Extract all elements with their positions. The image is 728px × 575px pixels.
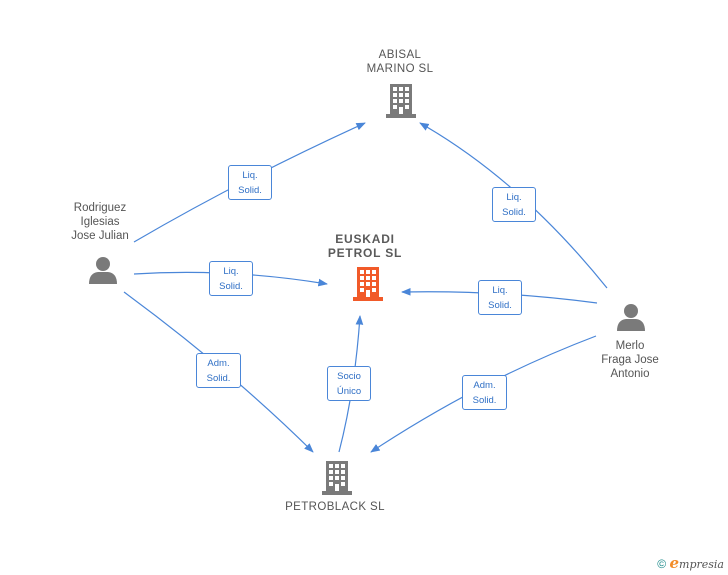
person-icon[interactable] (617, 304, 645, 331)
node-label-petroblack[interactable]: PETROBLACK SL (285, 501, 385, 513)
building-icon-main[interactable] (353, 267, 383, 301)
building-icon[interactable] (322, 461, 352, 495)
node-label-euskadi[interactable]: EUSKADI PETROL SL (327, 232, 403, 260)
node-label-abisal[interactable]: ABISAL MARINO SL (366, 49, 434, 75)
edge-label-merlo-petroblack: Adm. Solid. (462, 375, 507, 410)
node-label-rodriguez[interactable]: Rodriguez Iglesias Jose Julian (71, 202, 129, 242)
edge-label-rod-petroblack: Adm. Solid. (196, 353, 241, 388)
building-icon[interactable] (386, 84, 416, 118)
edge-label-rod-euskadi: Liq. Solid. (209, 261, 253, 296)
edge-label-merlo-abisal: Liq. Solid. (492, 187, 536, 222)
edge-label-petroblack-euskadi: Socio Único (327, 366, 371, 401)
node-label-merlo[interactable]: Merlo Fraga Jose Antonio (601, 340, 659, 380)
brand-logo-e: e (669, 554, 680, 572)
person-icon[interactable] (89, 257, 117, 284)
copyright-symbol: © (657, 557, 667, 571)
footer-brand[interactable]: © empresia (657, 554, 724, 572)
brand-name: mpresia (679, 558, 724, 571)
edge-label-rod-abisal: Liq. Solid. (228, 165, 272, 200)
edge-label-merlo-euskadi: Liq. Solid. (478, 280, 522, 315)
